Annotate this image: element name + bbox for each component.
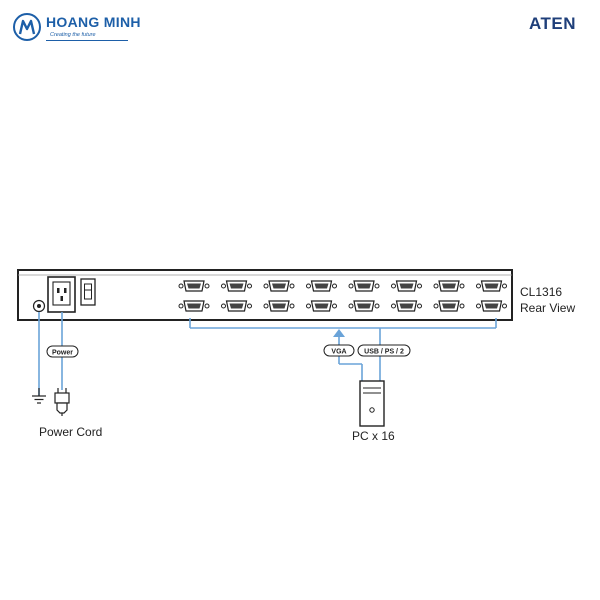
power-pin (57, 288, 60, 293)
vga-arrow-icon (333, 329, 345, 337)
db-port-connector (348, 280, 380, 292)
hoang-minh-logo: HOANG MINH Creating the future (12, 12, 140, 44)
db-port-connector (476, 300, 507, 312)
db-port-connector (306, 300, 337, 312)
model-label: CL1316 (520, 285, 562, 299)
power-tag-box (46, 345, 79, 358)
vga-tag: VGA (331, 349, 346, 356)
chassis (17, 269, 513, 321)
power-switch-rocker (84, 283, 92, 300)
power-pin (64, 288, 67, 293)
usb-tag-box (357, 344, 411, 357)
db-port-connector (433, 280, 465, 292)
db-port-connector (391, 300, 422, 312)
db-port-connector (306, 280, 337, 292)
db-port-connector (221, 280, 252, 292)
usb-tag: USB / PS / 2 (364, 349, 404, 356)
db-port-connector (433, 300, 465, 312)
db-port-connector (178, 300, 210, 312)
power-cord-label: Power Cord (39, 425, 102, 439)
brand-name: HOANG MINH (46, 14, 141, 30)
hoang-minh-emblem-icon (13, 13, 41, 41)
port-group (178, 280, 507, 312)
db-port-connector (348, 300, 380, 312)
db-port-connector (391, 280, 422, 292)
pc-label: PC x 16 (352, 429, 395, 443)
view-label: Rear View (520, 301, 575, 315)
power-tag: Power (52, 350, 73, 357)
pc-tower-icon (359, 380, 385, 427)
brand-tagline: Creating the future (50, 32, 96, 38)
vga-tag-box (323, 344, 355, 357)
ground-symbol-icon (32, 388, 46, 404)
aten-logo: ATEN (528, 14, 576, 33)
ground-screw-center (37, 304, 41, 308)
power-inlet-socket (52, 281, 71, 306)
db-port-connector (263, 300, 295, 312)
db-port-connector (178, 280, 210, 292)
power-plug-icon (54, 388, 70, 416)
db-port-connector (476, 280, 507, 292)
power-pin (60, 296, 63, 301)
tagline-underline (46, 40, 128, 41)
db-port-connector (263, 280, 295, 292)
db-port-connector (221, 300, 252, 312)
